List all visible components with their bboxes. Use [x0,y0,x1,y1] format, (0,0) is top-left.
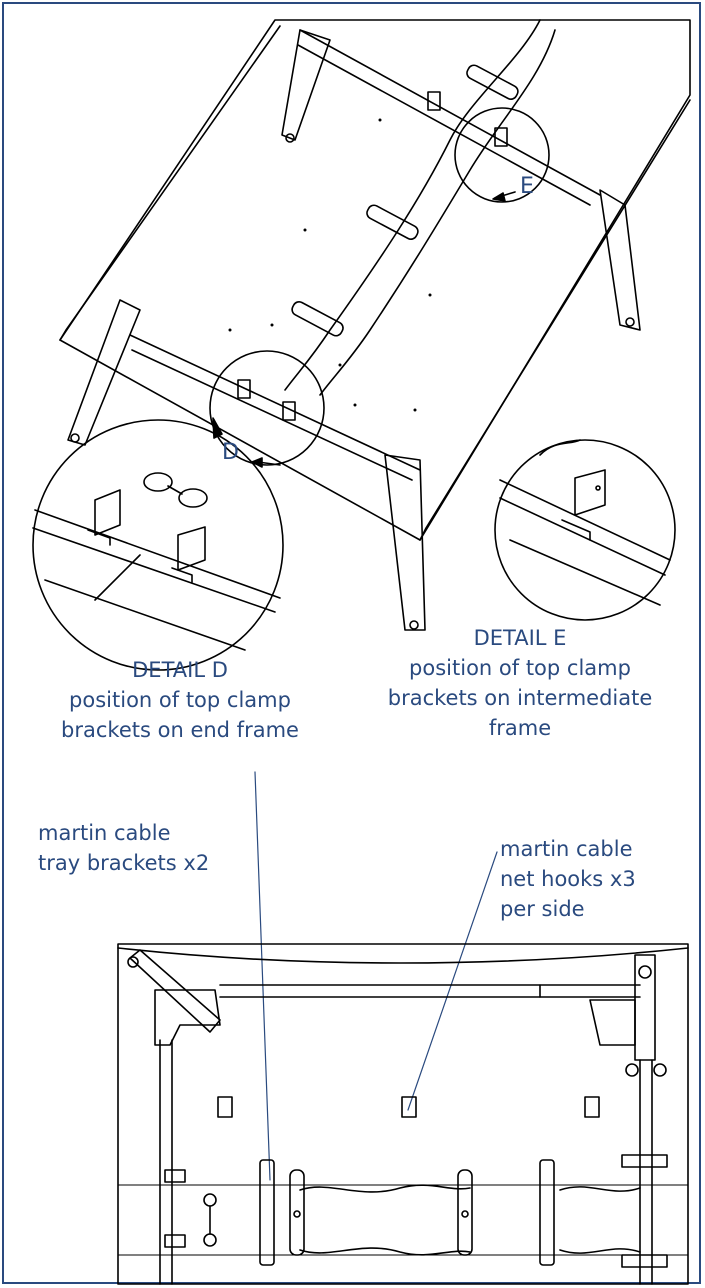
detail-e-bracket [574,469,606,516]
hooks-label-line-1: martin cable [500,837,633,861]
hooks-label-line-3: per side [500,897,585,921]
detail-e-line-1: position of top clamp [409,656,631,680]
detail-d-line-2: brackets on end frame [61,718,299,742]
leg-front-right [384,454,426,631]
detail-d-view [32,419,284,671]
plan-corner-left [129,949,221,1033]
cable-channel [284,19,541,391]
net-hooks-label: martin cable net hooks x3 per side [500,834,636,924]
detail-d-caption: DETAIL D position of top clamp brackets … [30,655,330,745]
net-hook-3 [584,1096,600,1118]
net-hook-1 [217,1096,233,1118]
detail-e-line-2: brackets on intermediate [387,686,653,710]
detail-d-bracket-2 [177,526,206,571]
tray-label-line-2: tray brackets x2 [38,851,210,875]
tray-bracket-label: martin cable tray brackets x2 [38,818,209,878]
detail-e-circle [454,107,550,203]
net-hook-2 [401,1096,417,1118]
detail-e-caption: DETAIL E position of top clamp brackets … [370,623,670,743]
detail-d-line-1: position of top clamp [69,688,291,712]
detail-d-title: DETAIL D [132,658,228,682]
detail-e-title: DETAIL E [473,626,567,650]
detail-d-cable-tie-b [178,488,208,508]
leg-back-left [281,29,331,141]
tray-bracket-2 [539,1159,555,1266]
plan-cable-channel [117,1184,689,1256]
end-frame-rail [129,334,421,481]
tray-label-line-1: martin cable [38,821,171,845]
callout-d: D [222,440,239,465]
detail-e-view [494,439,676,621]
detail-e-line-3: frame [488,716,552,740]
hooks-leader [407,851,498,1111]
plan-corner-right [589,999,636,1046]
detail-d-circle [209,350,325,466]
leg-front-left [67,299,141,446]
leg-back-right [599,189,641,331]
isometric-view [59,19,691,631]
callout-e: E [520,174,534,199]
tray-leader [254,771,271,1181]
hooks-label-line-2: net hooks x3 [500,867,636,891]
plan-rail-top [219,984,641,998]
plan-outer [117,943,689,1285]
intermediate-frame-rail [297,29,601,206]
tray-bracket-1 [259,1159,275,1266]
detail-d-cable-tie-a [143,472,173,492]
plan-view [117,943,689,1285]
detail-d-bracket-1 [94,489,121,536]
